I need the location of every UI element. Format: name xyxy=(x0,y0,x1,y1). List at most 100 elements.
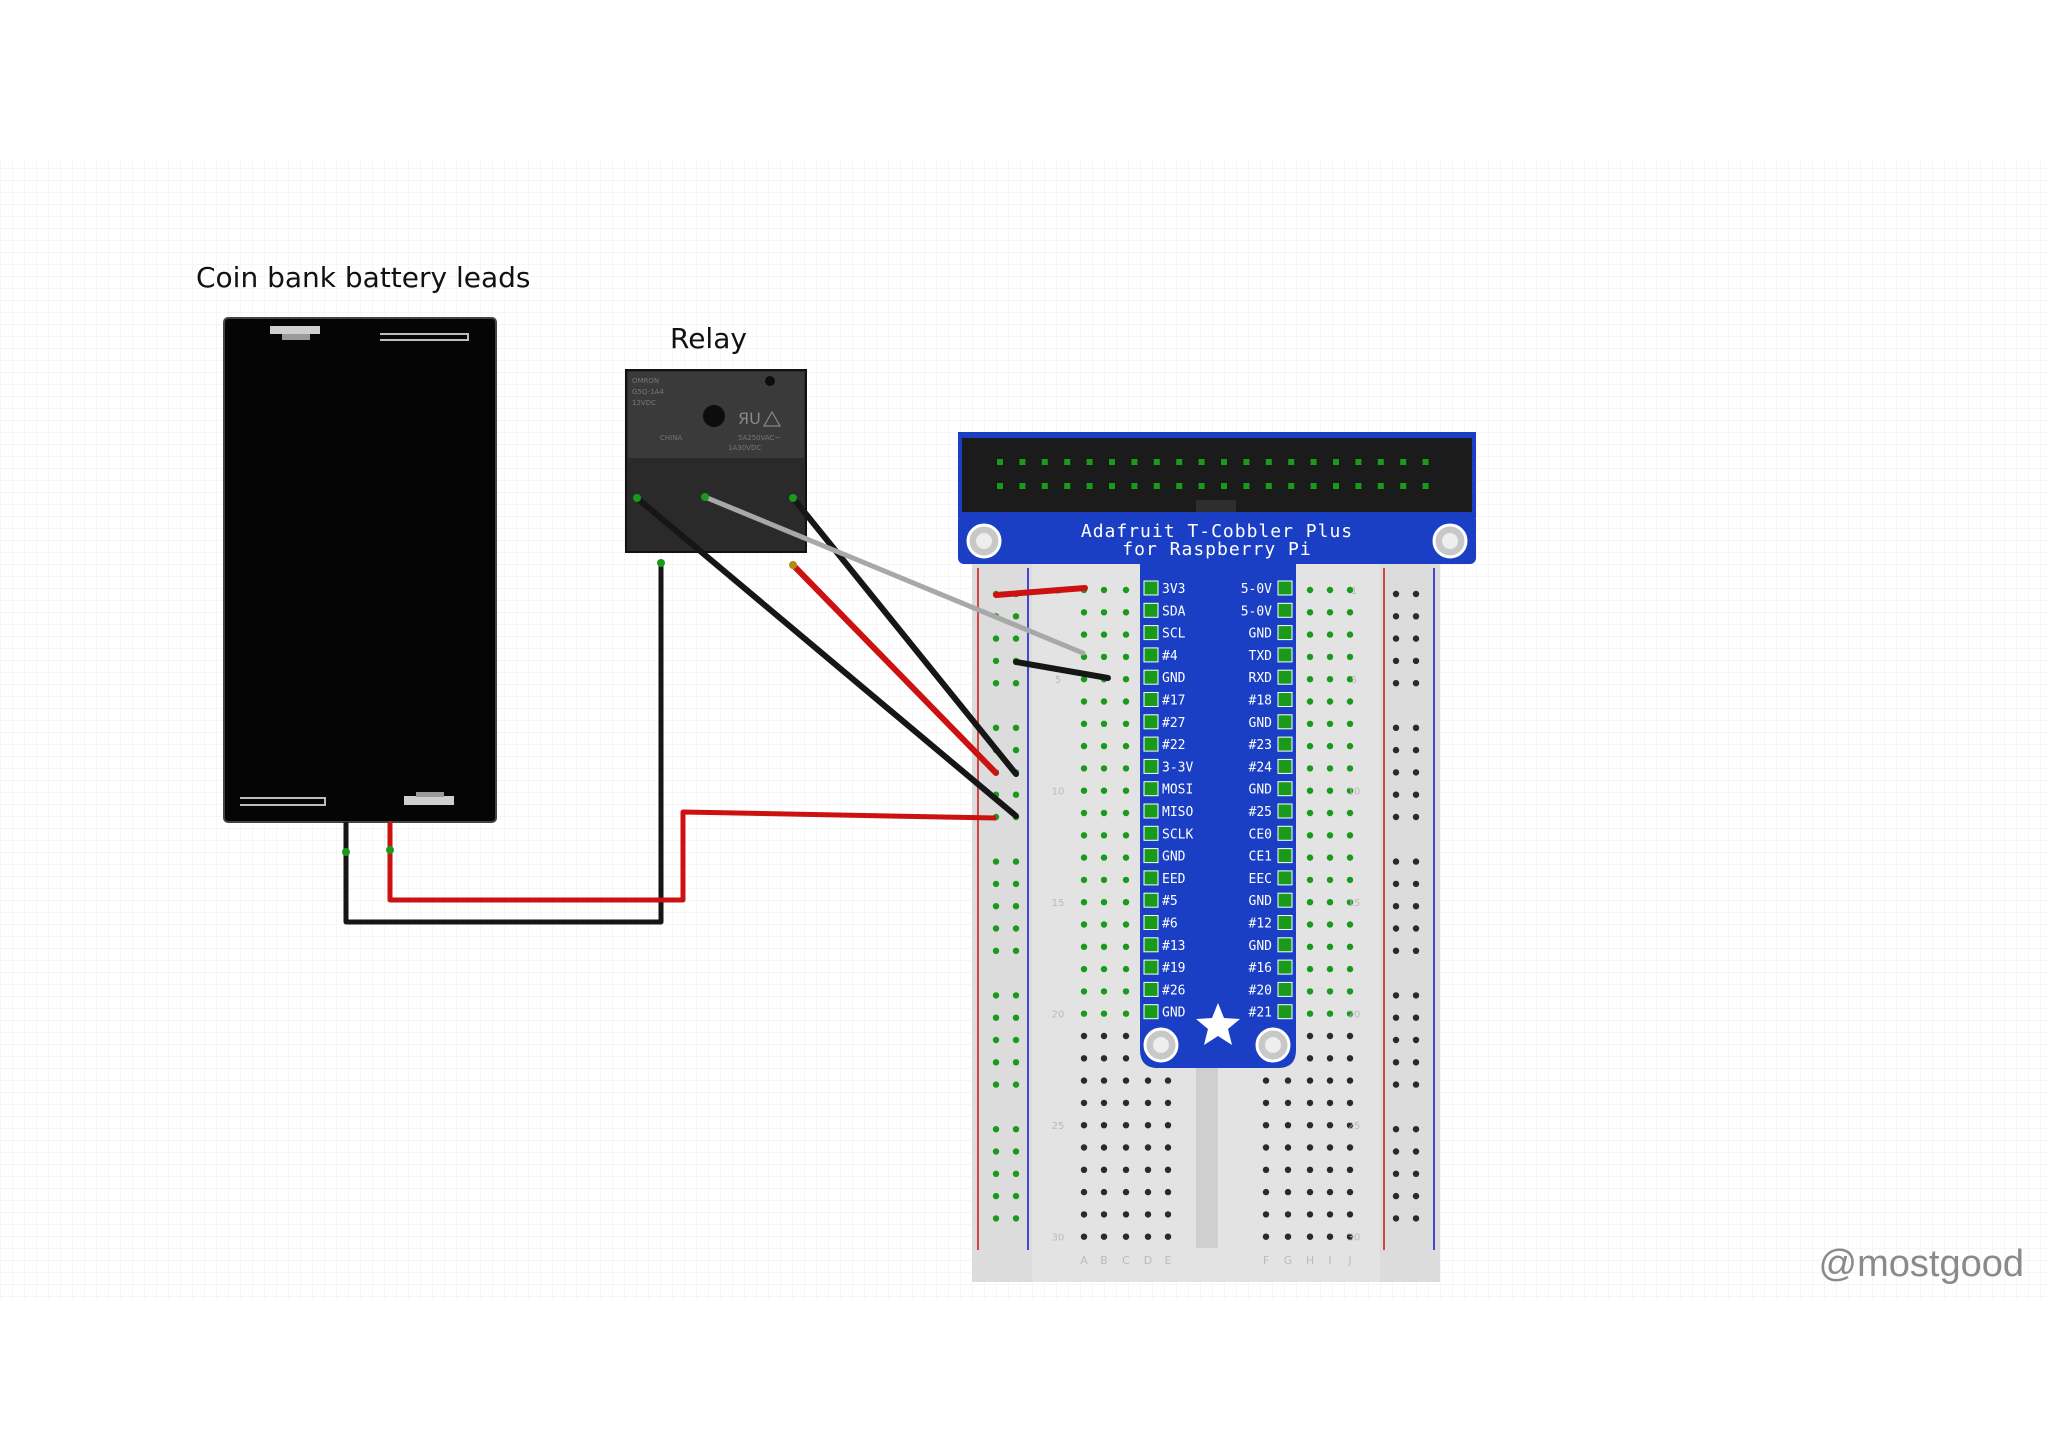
breadboard-hole xyxy=(1306,1077,1314,1084)
rail-hole xyxy=(1412,1036,1420,1044)
relay: OMRON G5Q-1A4 12VDC CHINA 5A250VAC~ 1A30… xyxy=(625,369,807,553)
breadboard-hole xyxy=(1080,609,1088,616)
breadboard-hole xyxy=(1262,1188,1270,1196)
breadboard-hole xyxy=(1284,1077,1292,1084)
rail-hole xyxy=(1412,903,1420,910)
breadboard-hole xyxy=(1100,1122,1108,1129)
pin-label: #20 xyxy=(1249,983,1272,998)
socket-pin xyxy=(1288,459,1295,465)
pin-label: EED xyxy=(1162,872,1186,887)
cobbler-pin-pad xyxy=(1143,959,1159,975)
breadboard-hole xyxy=(1306,1233,1314,1240)
socket-pin xyxy=(1198,459,1205,465)
breadboard-hole xyxy=(1346,1077,1354,1084)
pin-label: CE1 xyxy=(1249,850,1272,865)
rail-hole xyxy=(992,1126,1000,1133)
socket-pin xyxy=(1422,459,1429,465)
column-letter: D xyxy=(1144,1254,1152,1267)
cobbler-pin-pad xyxy=(1143,825,1159,841)
breadboard-hole xyxy=(1100,988,1108,995)
relay-marking: 5A250VAC~ xyxy=(738,434,780,442)
breadboard-hole xyxy=(1326,1233,1334,1240)
rail-hole xyxy=(1392,880,1400,888)
breadboard-hole xyxy=(1346,1122,1354,1129)
breadboard-hole xyxy=(1306,832,1314,839)
rail-hole xyxy=(1392,680,1400,687)
breadboard-hole xyxy=(1346,1055,1354,1062)
breadboard-hole xyxy=(1346,720,1354,727)
rail-hole xyxy=(992,1192,1000,1200)
battery-holder xyxy=(223,317,497,823)
pin-label: GND xyxy=(1249,716,1273,731)
rail-hole xyxy=(1012,1036,1020,1044)
breadboard-hole xyxy=(1144,1144,1152,1151)
socket-pin xyxy=(1176,459,1183,465)
socket-pin xyxy=(1064,483,1071,489)
column-letter: G xyxy=(1284,1254,1293,1267)
pin-label: 3V3 xyxy=(1162,582,1185,597)
column-letter: H xyxy=(1306,1254,1314,1267)
breadboard-hole xyxy=(1262,1077,1270,1084)
rail-hole xyxy=(1012,680,1020,687)
socket-pin xyxy=(997,483,1003,489)
pin-label: GND xyxy=(1162,671,1186,686)
breadboard-hole xyxy=(1080,787,1088,794)
socket-pin xyxy=(1086,459,1093,465)
row-number: 5 xyxy=(1055,675,1061,686)
cobbler-pin-pad xyxy=(1277,937,1293,953)
breadboard-hole xyxy=(1284,1099,1292,1107)
pin-label: GND xyxy=(1162,1006,1186,1021)
breadboard-hole xyxy=(1122,653,1130,661)
cobbler-pin-pad xyxy=(1277,692,1293,707)
breadboard-hole xyxy=(1164,1099,1172,1107)
rail-hole xyxy=(1392,635,1400,642)
breadboard-hole xyxy=(1122,1233,1130,1240)
cobbler-pin-pad xyxy=(1277,870,1293,886)
rail-hole xyxy=(1392,813,1400,821)
breadboard-hole xyxy=(1326,809,1334,817)
breadboard-hole xyxy=(1326,943,1334,950)
rail-hole xyxy=(1412,746,1420,754)
breadboard-hole xyxy=(1100,1010,1108,1017)
breadboard-hole xyxy=(1100,876,1108,884)
breadboard-hole xyxy=(1326,854,1334,861)
rail-hole xyxy=(1012,947,1020,954)
breadboard-hole xyxy=(1080,1122,1088,1129)
column-letter: F xyxy=(1263,1254,1269,1267)
column-letter: I xyxy=(1328,1254,1331,1267)
pin-label: #25 xyxy=(1249,805,1272,820)
breadboard-hole xyxy=(1144,1188,1152,1196)
breadboard-hole xyxy=(1326,965,1334,973)
breadboard-hole xyxy=(1262,1233,1270,1240)
wire-red-3v3-jumper xyxy=(993,585,1088,598)
cobbler-pin-pad xyxy=(1143,937,1159,953)
socket-pin xyxy=(1109,459,1115,465)
breadboard-hole xyxy=(1080,943,1088,950)
breadboard-hole xyxy=(1164,1211,1172,1218)
cobbler-pin-pad xyxy=(1143,602,1159,618)
breadboard-hole xyxy=(1326,988,1334,995)
rail-hole xyxy=(1412,724,1420,731)
breadboard-hole xyxy=(1080,921,1088,928)
pin-label: MISO xyxy=(1162,805,1193,820)
pin-label: #12 xyxy=(1249,917,1272,932)
rail-hole xyxy=(1412,1192,1420,1200)
row-number: 10 xyxy=(1052,787,1065,798)
breadboard-hole xyxy=(1346,1188,1354,1196)
rail-hole xyxy=(1412,947,1420,954)
breadboard-hole xyxy=(1080,742,1088,750)
cobbler-pin-pad xyxy=(1143,669,1159,685)
column-letter: J xyxy=(1347,1254,1351,1267)
rail-hole xyxy=(992,1170,1000,1178)
rail-hole xyxy=(1392,613,1400,620)
center-channel xyxy=(1196,1060,1218,1248)
cobbler-pin-pad xyxy=(1277,714,1293,730)
socket-pin xyxy=(1265,483,1272,489)
socket-pin xyxy=(1243,483,1250,489)
adafruit-star-logo xyxy=(1196,1003,1240,1045)
breadboard-hole xyxy=(1122,921,1130,928)
breadboard-hole xyxy=(1346,765,1354,772)
breadboard-hole xyxy=(1306,586,1314,594)
relay-coil-dot xyxy=(703,405,725,427)
breadboard-hole xyxy=(1144,1077,1152,1084)
